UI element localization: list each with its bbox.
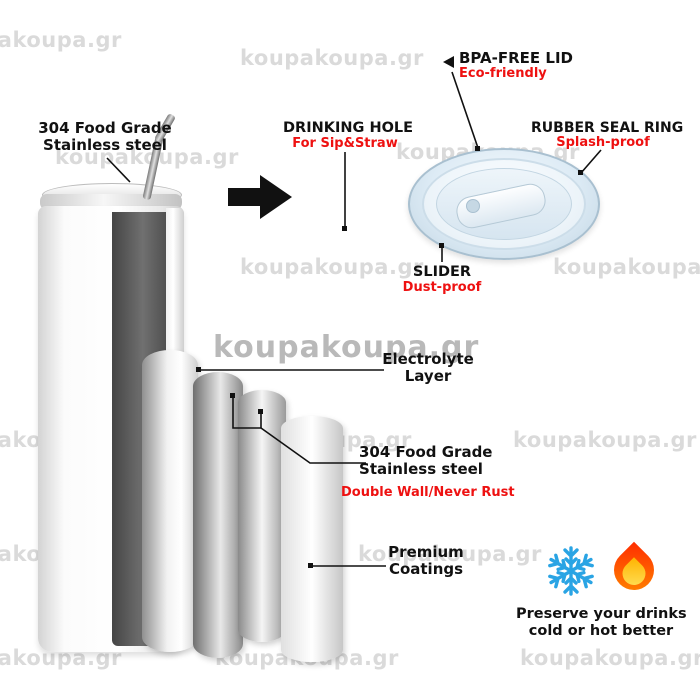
layer-sheet-electrolyte <box>193 372 243 658</box>
annotation-drinking-hole: DRINKING HOLE For Sip&Straw <box>283 120 414 152</box>
annotation-steel-wall: 304 Food Grade Stainless steel <box>359 443 493 479</box>
annotation-coatings-line2: Coatings <box>388 560 464 579</box>
watermark-text: koupakoupa.gr <box>55 145 239 169</box>
annotation-steel-wall-subtitle: Double Wall/Never Rust <box>341 485 515 500</box>
annotation-electrolyte-layer: Electrolyte Layer <box>378 350 478 386</box>
annotation-bpa-free-lid: BPA-FREE LID Eco-friendly <box>459 49 573 82</box>
annotation-electrolyte-line1: Electrolyte <box>382 350 474 368</box>
annotation-rubber-seal-ring: RUBBER SEAL RING Splash-proof <box>531 120 684 151</box>
layer-sheet-inner-steel <box>238 390 286 642</box>
watermark-text: koupakoupa.gr <box>0 28 122 52</box>
layer-sheet-outer-steel <box>142 350 198 652</box>
annotation-slider: SLIDER Dust-proof <box>398 264 486 296</box>
annotation-steel-top-line1: 304 Food Grade <box>38 119 172 137</box>
annotation-slider-title: SLIDER <box>412 264 472 280</box>
annotation-steel-wall-line1: 304 Food Grade <box>359 443 493 461</box>
caption-preserve: Preserve your drinks cold or hot better <box>516 606 687 639</box>
arrow-right-icon <box>228 175 292 219</box>
annotation-steel-wall-line2: Stainless steel <box>359 460 483 479</box>
watermark-text: koupakoupa.gr <box>358 542 542 566</box>
watermark-text: koupakoupa.gr <box>513 428 697 452</box>
annotation-steel-top: 304 Food Grade Stainless steel <box>30 119 180 155</box>
watermark-text: koupakoupa.gr <box>520 646 700 670</box>
watermark-text: koupakoupa.gr <box>240 46 424 70</box>
caption-preserve-line1: Preserve your drinks <box>516 606 687 622</box>
annotation-electrolyte-line2: Layer <box>404 367 452 386</box>
watermark-text: koupakoupa.gr <box>553 255 700 279</box>
annotation-seal-title: RUBBER SEAL RING <box>531 120 684 136</box>
watermark-text: koupakoupa.gr <box>240 255 424 279</box>
annotation-slider-subtitle: Dust-proof <box>402 279 482 295</box>
annotation-premium-coatings: Premium Coatings <box>386 543 466 579</box>
lid-top-view <box>408 148 600 260</box>
bpa-pointer-icon <box>443 56 454 68</box>
annotation-bpa-subtitle: Eco-friendly <box>459 66 547 82</box>
annotation-steel-wall-sub: Double Wall/Never Rust <box>341 485 515 501</box>
lid-drinking-hole <box>466 199 480 213</box>
caption-preserve-line2: cold or hot better <box>528 622 674 639</box>
flame-core-icon <box>617 557 651 590</box>
layer-sheet-coating <box>281 416 343 662</box>
annotation-bpa-title: BPA-FREE LID <box>459 49 573 67</box>
annotation-seal-subtitle: Splash-proof <box>556 135 650 151</box>
watermark-text: koupakoupa.gr <box>213 330 480 365</box>
annotation-drinking-subtitle: For Sip&Straw <box>292 135 398 151</box>
annotation-coatings-line1: Premium <box>388 543 464 561</box>
annotation-steel-top-line2: Stainless steel <box>43 136 167 155</box>
flame-icon <box>605 541 663 599</box>
annotation-drinking-title: DRINKING HOLE <box>283 120 414 136</box>
snowflake-icon <box>548 546 594 596</box>
